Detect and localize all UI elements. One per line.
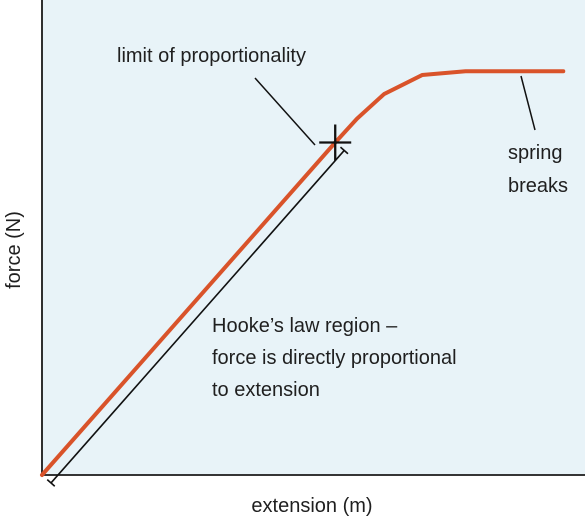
hookes-law-bracket bbox=[50, 149, 345, 484]
limit-of-proportionality-label: limit of proportionality bbox=[117, 45, 306, 67]
spring-breaks-label-line-2: breaks bbox=[508, 175, 568, 197]
hookes-law-label-line-2: force is directly proportional bbox=[212, 347, 457, 369]
hookes-law-bracket-cap-top bbox=[339, 146, 349, 155]
limit-of-proportionality-leader bbox=[254, 77, 316, 146]
hookes-law-label-line-1: Hooke’s law region – bbox=[212, 315, 398, 337]
x-axis-label: extension (m) bbox=[251, 495, 372, 517]
hookes-law-label-line-3: to extension bbox=[212, 379, 320, 401]
plot-area bbox=[42, 0, 585, 475]
spring-breaks-leader bbox=[520, 75, 536, 131]
hookes-law-bracket-cap-bottom bbox=[46, 479, 56, 487]
spring-breaks-label-line-1: spring bbox=[508, 142, 562, 164]
y-axis-label: force (N) bbox=[3, 211, 25, 289]
